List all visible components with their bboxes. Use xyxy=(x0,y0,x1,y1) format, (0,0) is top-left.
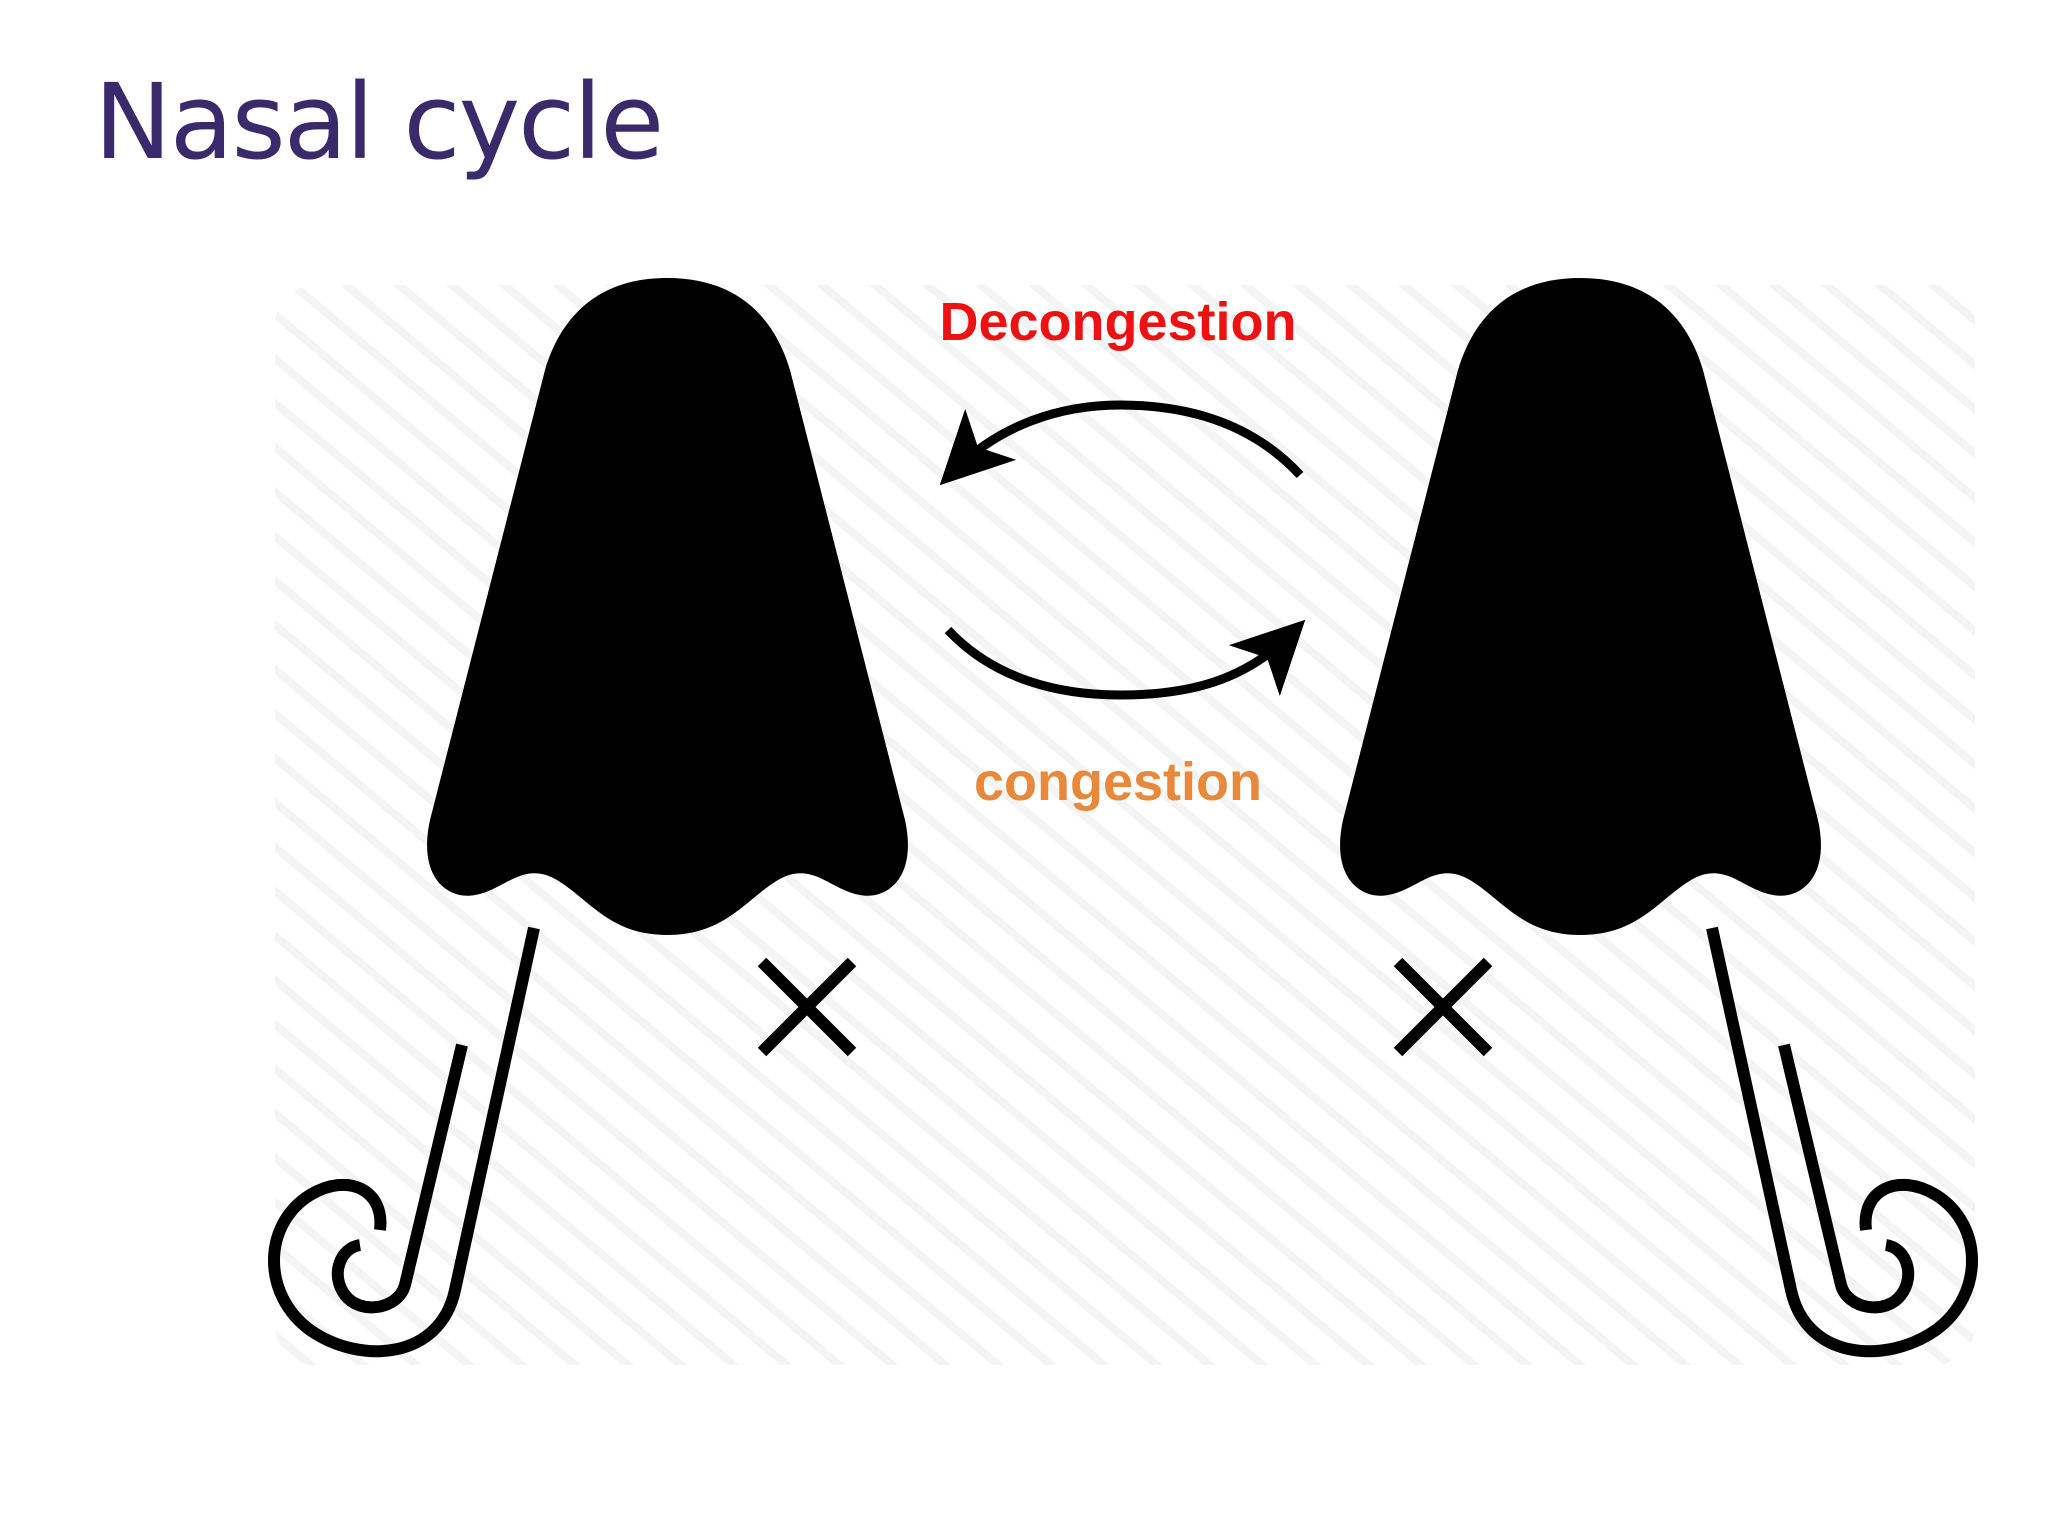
airflow-left-nostril-icon xyxy=(268,926,540,1358)
left-nose-group xyxy=(268,278,908,1358)
decongestion-arrow-icon xyxy=(939,400,1304,486)
airflow-right-nostril-icon xyxy=(1706,926,1978,1358)
right-nose-group xyxy=(1340,278,1978,1358)
slide-title: Nasal cycle xyxy=(94,61,664,183)
congestion-label: congestion xyxy=(974,752,1262,812)
blocked-left-nostril-icon xyxy=(1393,957,1493,1057)
nose-left-icon xyxy=(427,278,908,935)
congestion-arrow-icon xyxy=(944,619,1306,700)
decongestion-label: Decongestion xyxy=(939,292,1296,352)
blocked-right-nostril-icon xyxy=(757,957,857,1057)
nose-right-icon xyxy=(1340,278,1821,935)
